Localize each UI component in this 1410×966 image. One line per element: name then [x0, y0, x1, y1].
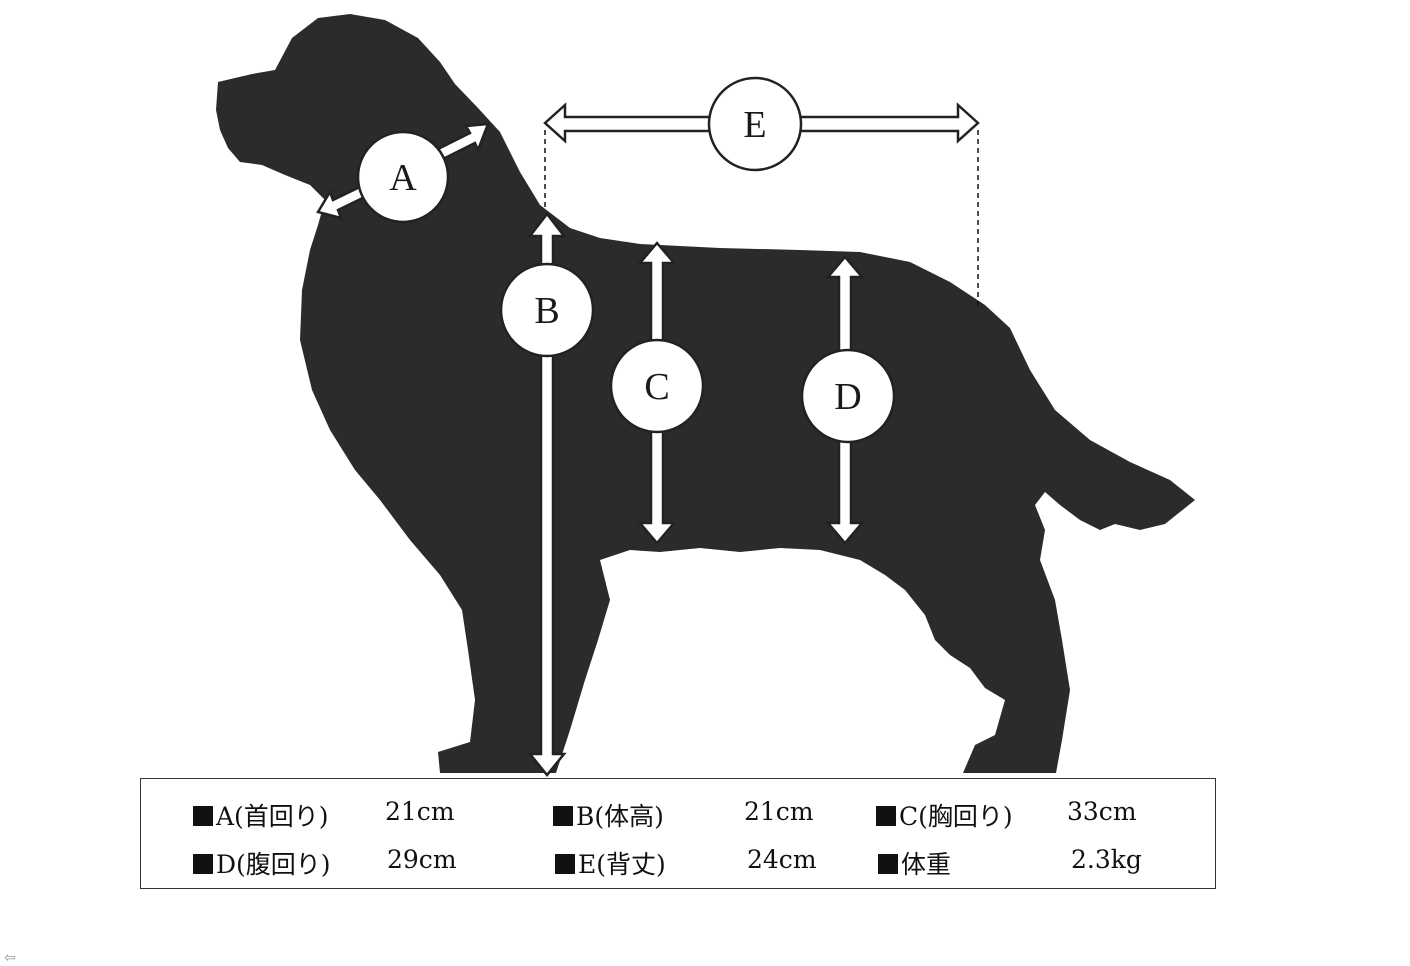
spec-d-value: 29cm: [387, 845, 457, 874]
spec-b-value: 21cm: [744, 797, 814, 826]
label-a-circle: A: [356, 130, 450, 224]
label-d-circle: D: [800, 348, 896, 444]
label-c: C: [644, 366, 669, 408]
square-icon: [553, 806, 573, 826]
spec-weight-value: 2.3kg: [1071, 845, 1142, 874]
spec-a-name: A(首回り): [193, 797, 329, 833]
spec-c-value: 33cm: [1067, 797, 1137, 826]
square-icon: [878, 854, 898, 874]
label-d: D: [834, 376, 861, 418]
dog-silhouette: [216, 14, 1195, 773]
back-arrow-icon[interactable]: ⇦: [4, 950, 16, 966]
spec-a-value: 21cm: [385, 797, 455, 826]
label-a: A: [389, 157, 417, 199]
square-icon: [193, 854, 213, 874]
label-b: B: [534, 290, 559, 332]
spec-e-name: E(背丈): [555, 845, 666, 881]
spec-e-value: 24cm: [747, 845, 817, 874]
square-icon: [876, 806, 896, 826]
label-e: E: [743, 104, 766, 146]
spec-table: A(首回り) 21cm B(体高) 21cm C(胸回り) 33cm D(腹回り…: [140, 778, 1216, 889]
label-c-circle: C: [609, 338, 705, 434]
square-icon: [193, 806, 213, 826]
spec-d-name: D(腹回り): [193, 845, 331, 881]
square-icon: [555, 854, 575, 874]
label-e-circle: E: [707, 76, 803, 172]
label-b-circle: B: [499, 262, 595, 358]
spec-weight-name: 体重: [878, 845, 951, 881]
spec-b-name: B(体高): [553, 797, 664, 833]
spec-c-name: C(胸回り): [876, 797, 1013, 833]
